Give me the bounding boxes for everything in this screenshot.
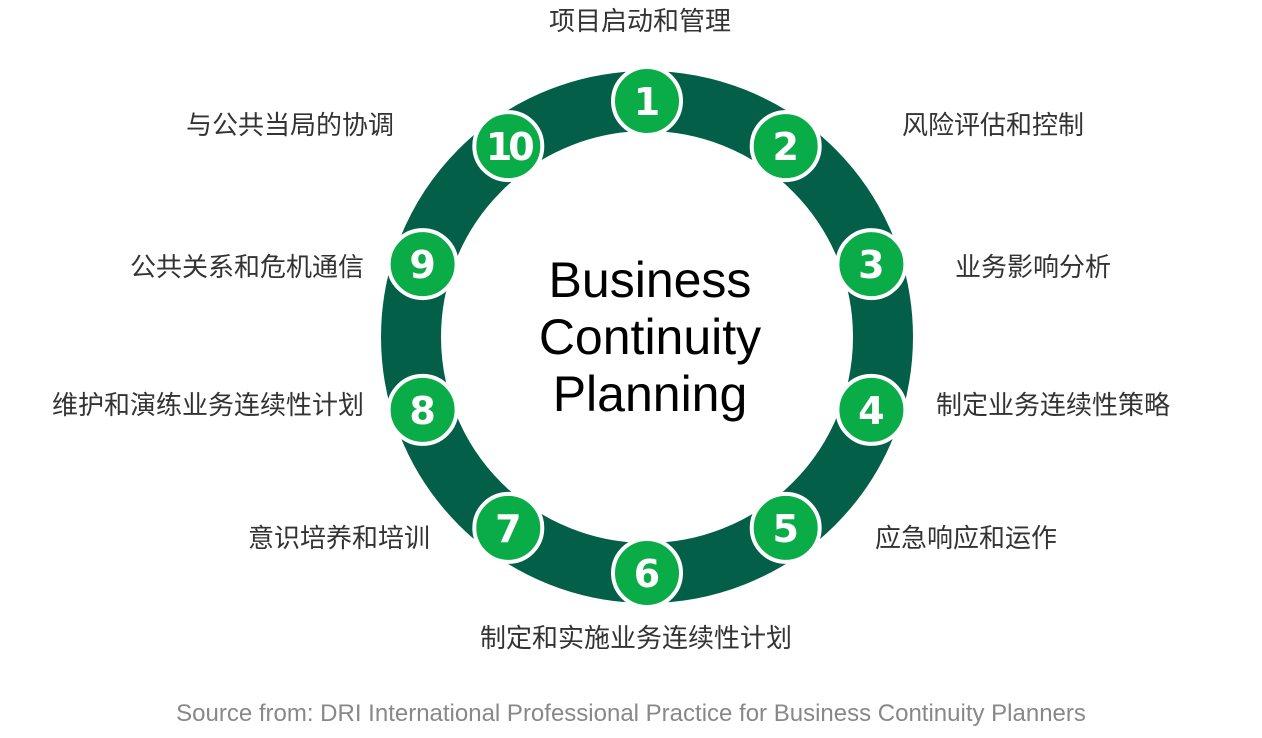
step-label-8: 维护和演练业务连续性计划 bbox=[51, 391, 364, 421]
step-label-2: 风险评估和控制 bbox=[902, 111, 1085, 141]
step-label-1: 项目启动和管理 bbox=[549, 7, 732, 37]
center-title-line-3: Planning bbox=[552, 366, 748, 422]
step-label-5: 应急响应和运作 bbox=[875, 524, 1058, 554]
step-badge-8 bbox=[386, 373, 459, 446]
step-number-7: 7 bbox=[495, 507, 521, 551]
center-title-line-1: Business bbox=[548, 252, 752, 308]
step-number-1: 1 bbox=[634, 80, 660, 124]
step-number-3: 3 bbox=[858, 243, 884, 287]
source-note: Source from: DRI International Professio… bbox=[176, 700, 1086, 727]
step-number-9: 9 bbox=[409, 243, 435, 287]
step-badge-9 bbox=[386, 228, 459, 301]
step-badge-1 bbox=[611, 65, 683, 137]
step-number-10: 10 bbox=[486, 125, 533, 169]
step-badge-6 bbox=[611, 537, 683, 609]
step-badge-5 bbox=[749, 491, 822, 564]
step-badge-3 bbox=[835, 228, 908, 301]
step-number-2: 2 bbox=[772, 125, 798, 169]
step-badge-4 bbox=[835, 373, 908, 446]
step-number-6: 6 bbox=[634, 552, 660, 596]
step-number-8: 8 bbox=[409, 389, 435, 433]
center-title: Business Continuity Planning bbox=[500, 252, 800, 423]
step-label-7: 意识培养和培训 bbox=[247, 524, 430, 554]
step-badge-2 bbox=[749, 110, 822, 183]
step-label-9: 公共关系和危机通信 bbox=[129, 253, 364, 283]
center-title-line-2: Continuity bbox=[538, 309, 762, 365]
step-number-4: 4 bbox=[858, 389, 884, 433]
step-label-6: 制定和实施业务连续性计划 bbox=[480, 624, 793, 654]
step-label-10: 与公共当局的协调 bbox=[185, 111, 394, 141]
step-badge-10 bbox=[472, 110, 545, 183]
step-number-5: 5 bbox=[772, 507, 798, 551]
step-label-4: 制定业务连续性策略 bbox=[936, 391, 1171, 421]
step-label-3: 业务影响分析 bbox=[955, 253, 1112, 283]
step-badge-7 bbox=[472, 491, 545, 564]
